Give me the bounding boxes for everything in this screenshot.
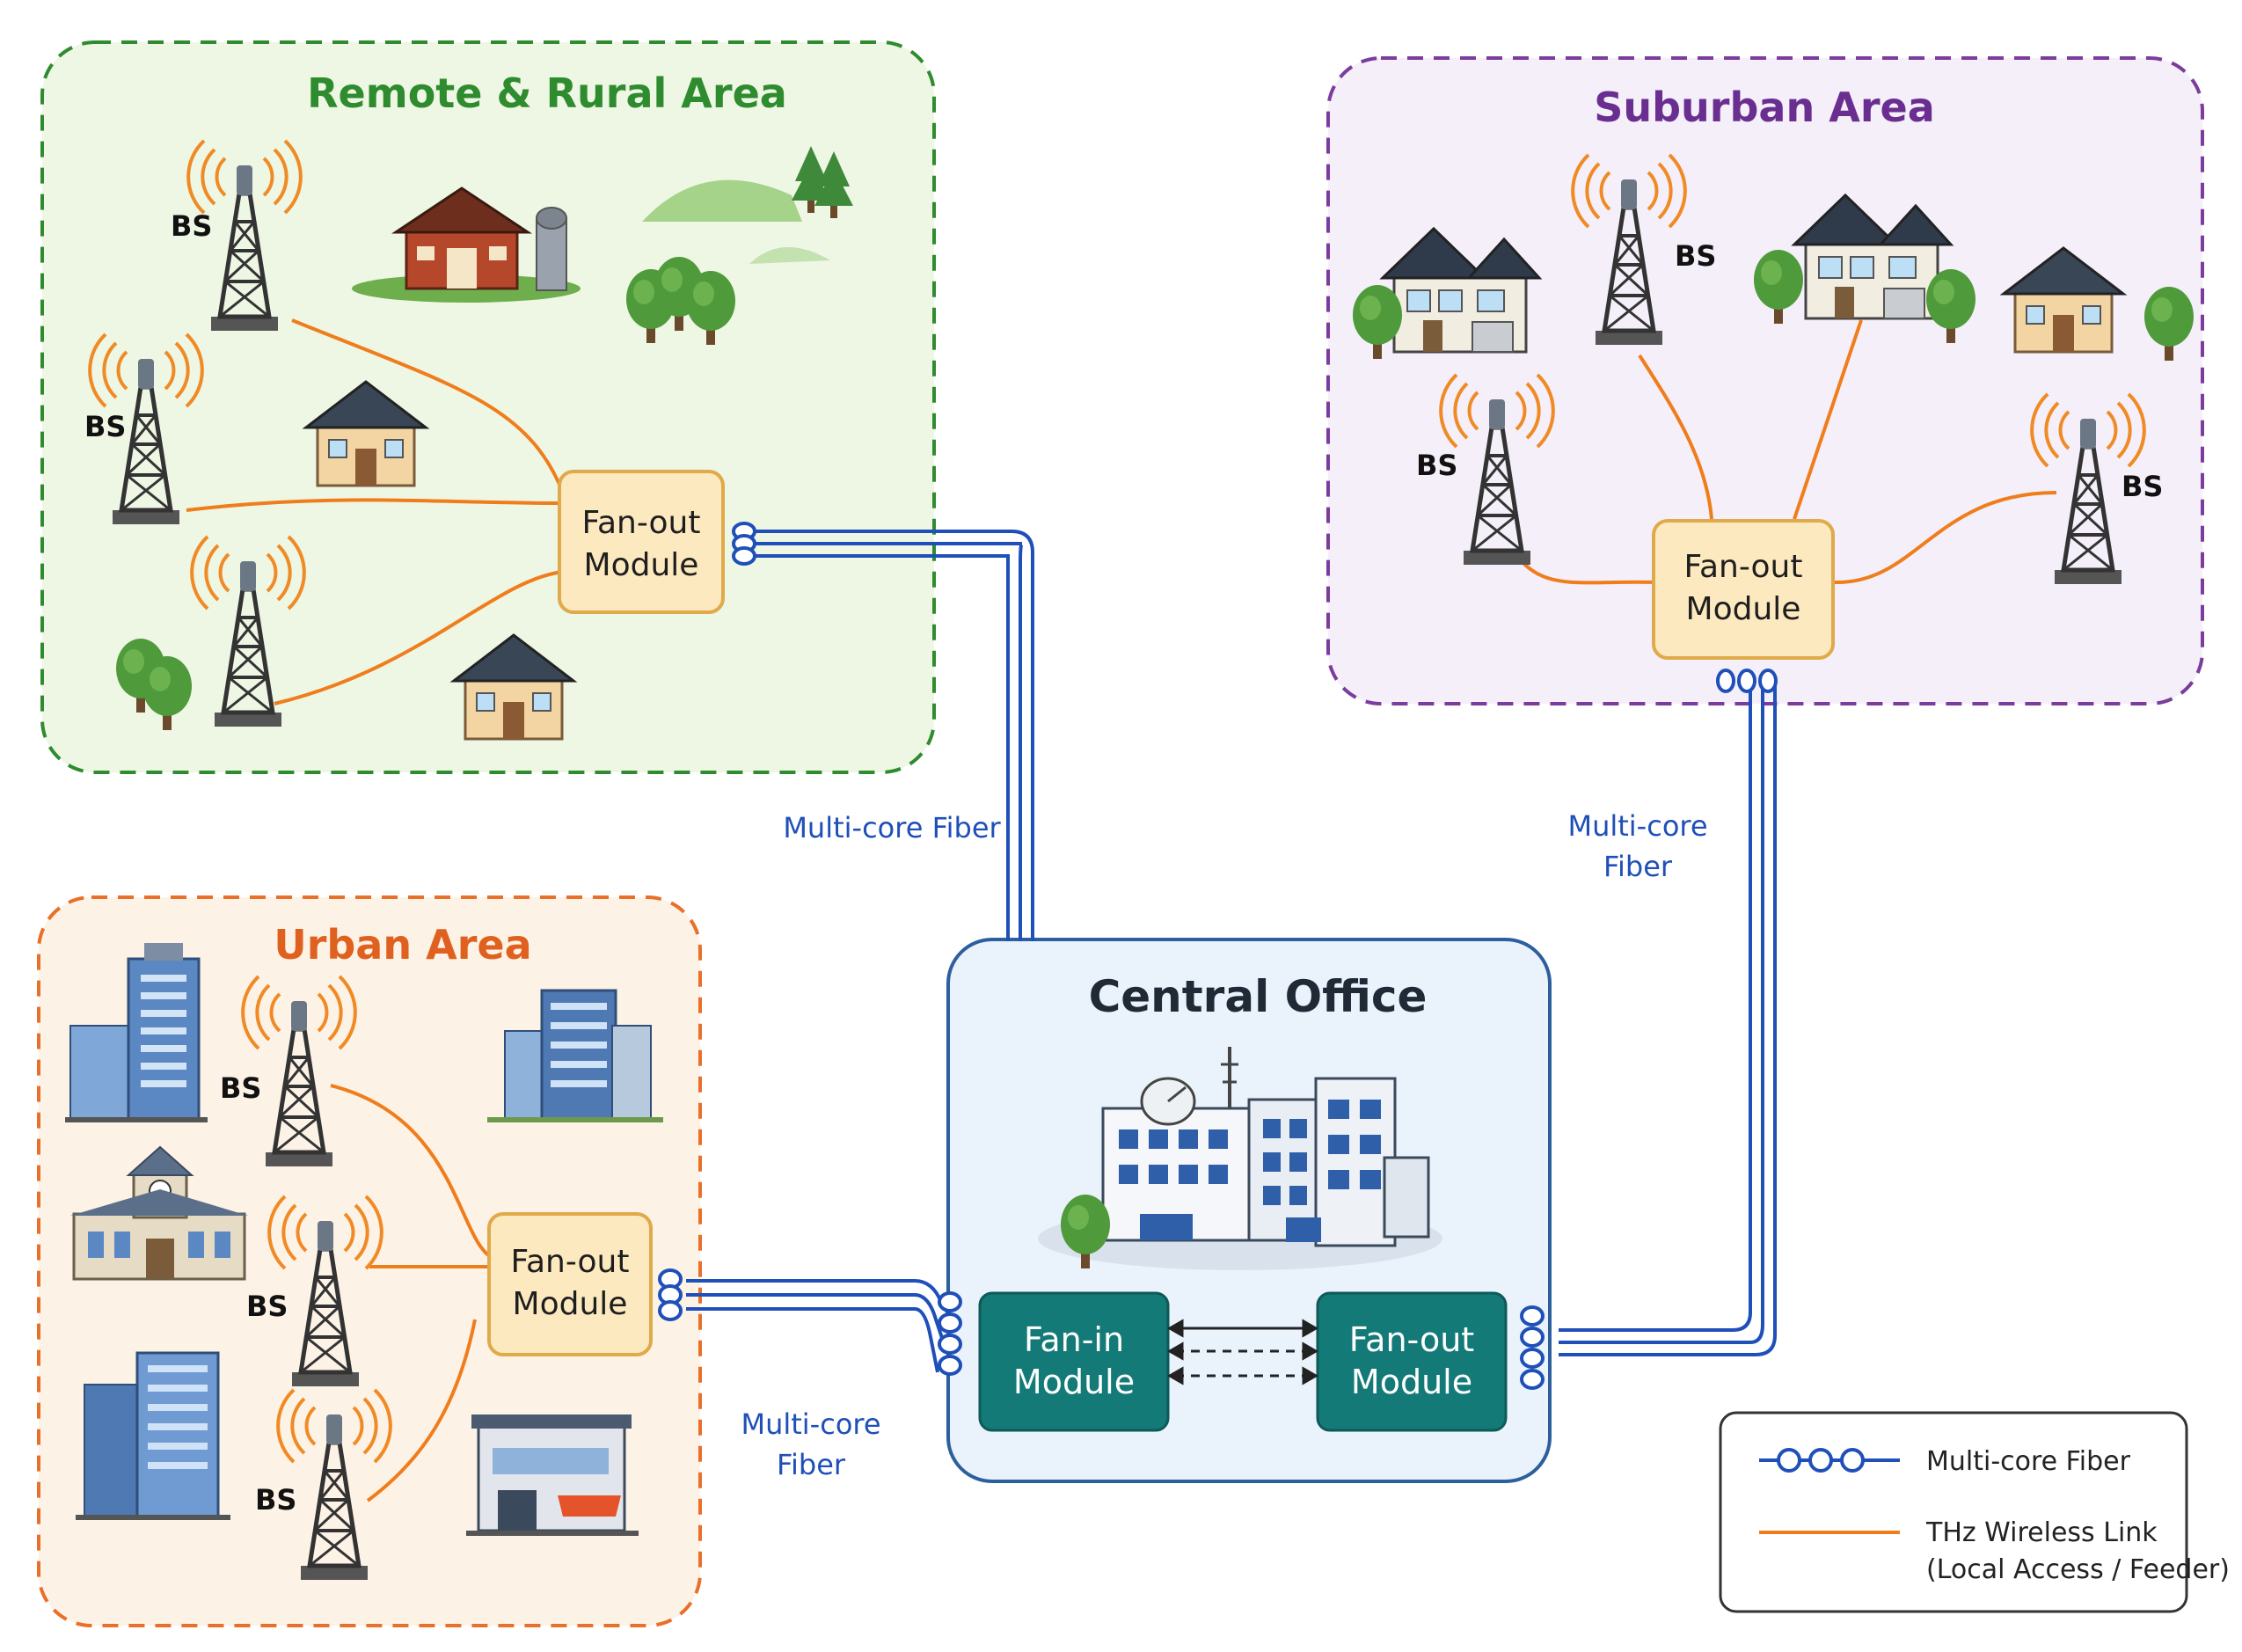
rural-fanout-label-1: Fan-out: [582, 505, 701, 541]
legend: Multi-core Fiber THz Wireless Link (Loca…: [1719, 1411, 2230, 1613]
rural-area-title: Remote & Rural Area: [307, 69, 787, 117]
urban-fanout-module: Fan-out Module: [487, 1212, 653, 1356]
central-office-title: Central Office: [1089, 971, 1428, 1022]
fiber-suburban-to-co: [1559, 684, 1777, 1356]
suburban-fanout-label-1: Fan-out: [1684, 549, 1803, 585]
bs-label: BS: [1416, 449, 1457, 482]
fiber-label-rural: Multi-core Fiber: [783, 811, 1001, 844]
legend-thz-label-1: THz Wireless Link: [1925, 1517, 2158, 1548]
fiber-rural-to-co: [748, 530, 1034, 941]
fiber-label-urban-line1: Multi-core: [741, 1407, 880, 1441]
rural-fanout-label-2: Module: [584, 547, 699, 583]
suburban-fanout-label-2: Module: [1686, 591, 1801, 627]
legend-fiber-label: Multi-core Fiber: [1926, 1446, 2131, 1477]
office-tower-icon: [65, 943, 208, 1122]
fiber-coil-urban: [658, 1268, 683, 1321]
co-fanout-module: Fan-out Module: [1316, 1291, 1508, 1432]
central-office-building-icon: [1038, 1047, 1442, 1270]
fanin-module: Fan-in Module: [978, 1291, 1170, 1432]
rural-bs-1: BS: [171, 141, 301, 331]
bs-label: BS: [255, 1483, 296, 1517]
rural-fanout-module: Fan-out Module: [558, 470, 725, 614]
silo-icon: [536, 207, 567, 291]
bs-label: BS: [220, 1071, 261, 1105]
satellite-dish-icon: [1140, 1077, 1196, 1126]
co-fanout-label-2: Module: [1351, 1363, 1472, 1401]
suburban-bs-1: BS: [1573, 155, 1716, 345]
fiber-label-urban-line2: Fiber: [777, 1448, 846, 1481]
urban-bs-2: BS: [246, 1196, 382, 1386]
fiber-coil-co-right: [1520, 1305, 1545, 1390]
glass-building-icon: [76, 1351, 230, 1520]
bs-label: BS: [2122, 470, 2163, 503]
rural-bs-2: BS: [84, 334, 202, 524]
urban-fanout-label-2: Module: [513, 1286, 628, 1322]
suburban-bs-2: BS: [1416, 375, 1553, 565]
suburban-area: Suburban Area: [1326, 56, 2204, 705]
bs-label: BS: [84, 410, 126, 443]
fiber-coil-suburban: [1716, 669, 1778, 693]
bs-label: BS: [246, 1290, 288, 1323]
urban-office-icon: [487, 989, 663, 1122]
hill-icon: [642, 179, 830, 264]
city-hall-icon: [70, 1145, 248, 1281]
legend-fiber-symbol: [1759, 1448, 1900, 1473]
thz-links: [186, 318, 2057, 1502]
fiber-urban-to-co: [686, 1279, 953, 1373]
bs-label: BS: [1675, 239, 1716, 273]
urban-area-title: Urban Area: [274, 921, 531, 969]
suburban-bs-3: BS: [2032, 394, 2163, 584]
internal-links: [1166, 1319, 1319, 1385]
storefront-icon: [466, 1414, 639, 1536]
suburban-area-title: Suburban Area: [1594, 84, 1935, 131]
fiber-label-suburban-line1: Multi-core: [1567, 809, 1707, 843]
fiber-coil-rural: [732, 522, 756, 566]
barn-icon: [352, 186, 581, 303]
fiber-coil-co-left: [938, 1291, 962, 1376]
bs-label: BS: [171, 209, 212, 243]
fanin-label-2: Module: [1013, 1363, 1135, 1401]
urban-bs-3: BS: [255, 1390, 391, 1580]
co-fanout-label-1: Fan-out: [1349, 1320, 1474, 1359]
fanin-label-1: Fan-in: [1024, 1320, 1124, 1359]
legend-thz-label-2: (Local Access / Feeder): [1926, 1554, 2230, 1585]
suburban-fanout-module: Fan-out Module: [1652, 519, 1835, 660]
urban-bs-1: BS: [220, 976, 355, 1166]
urban-fanout-label-1: Fan-out: [511, 1244, 630, 1280]
fiber-label-suburban-line2: Fiber: [1603, 850, 1673, 883]
